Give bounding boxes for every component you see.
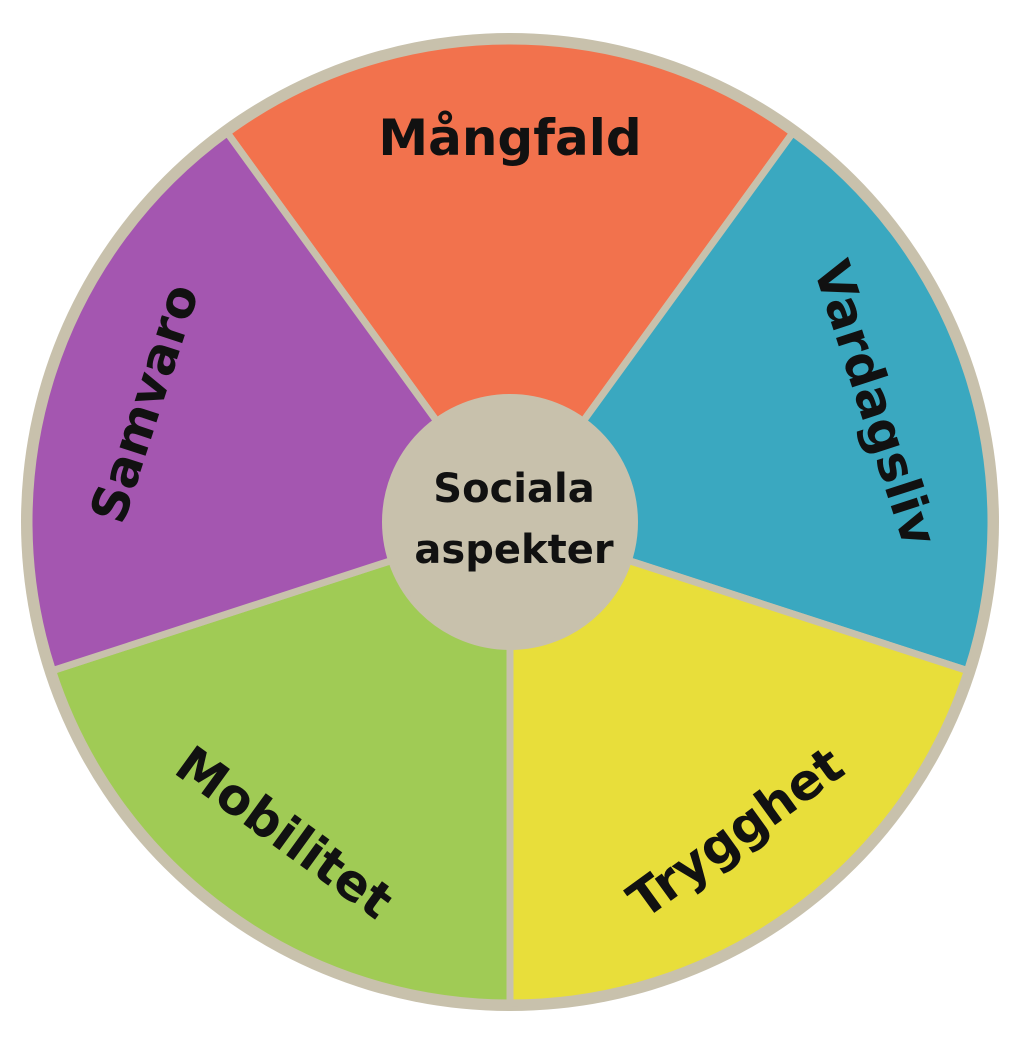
wheel-segment-mångfald <box>223 37 797 526</box>
center-label-line-1: Sociala <box>433 466 594 512</box>
segment-label-mångfald: Mångfald <box>378 109 641 167</box>
center-label-line-2: aspekter <box>414 527 613 573</box>
wheel-segment-mobilitet <box>49 518 514 1007</box>
wheel-segment-trygghet <box>506 518 971 1007</box>
center-hub <box>382 394 638 650</box>
